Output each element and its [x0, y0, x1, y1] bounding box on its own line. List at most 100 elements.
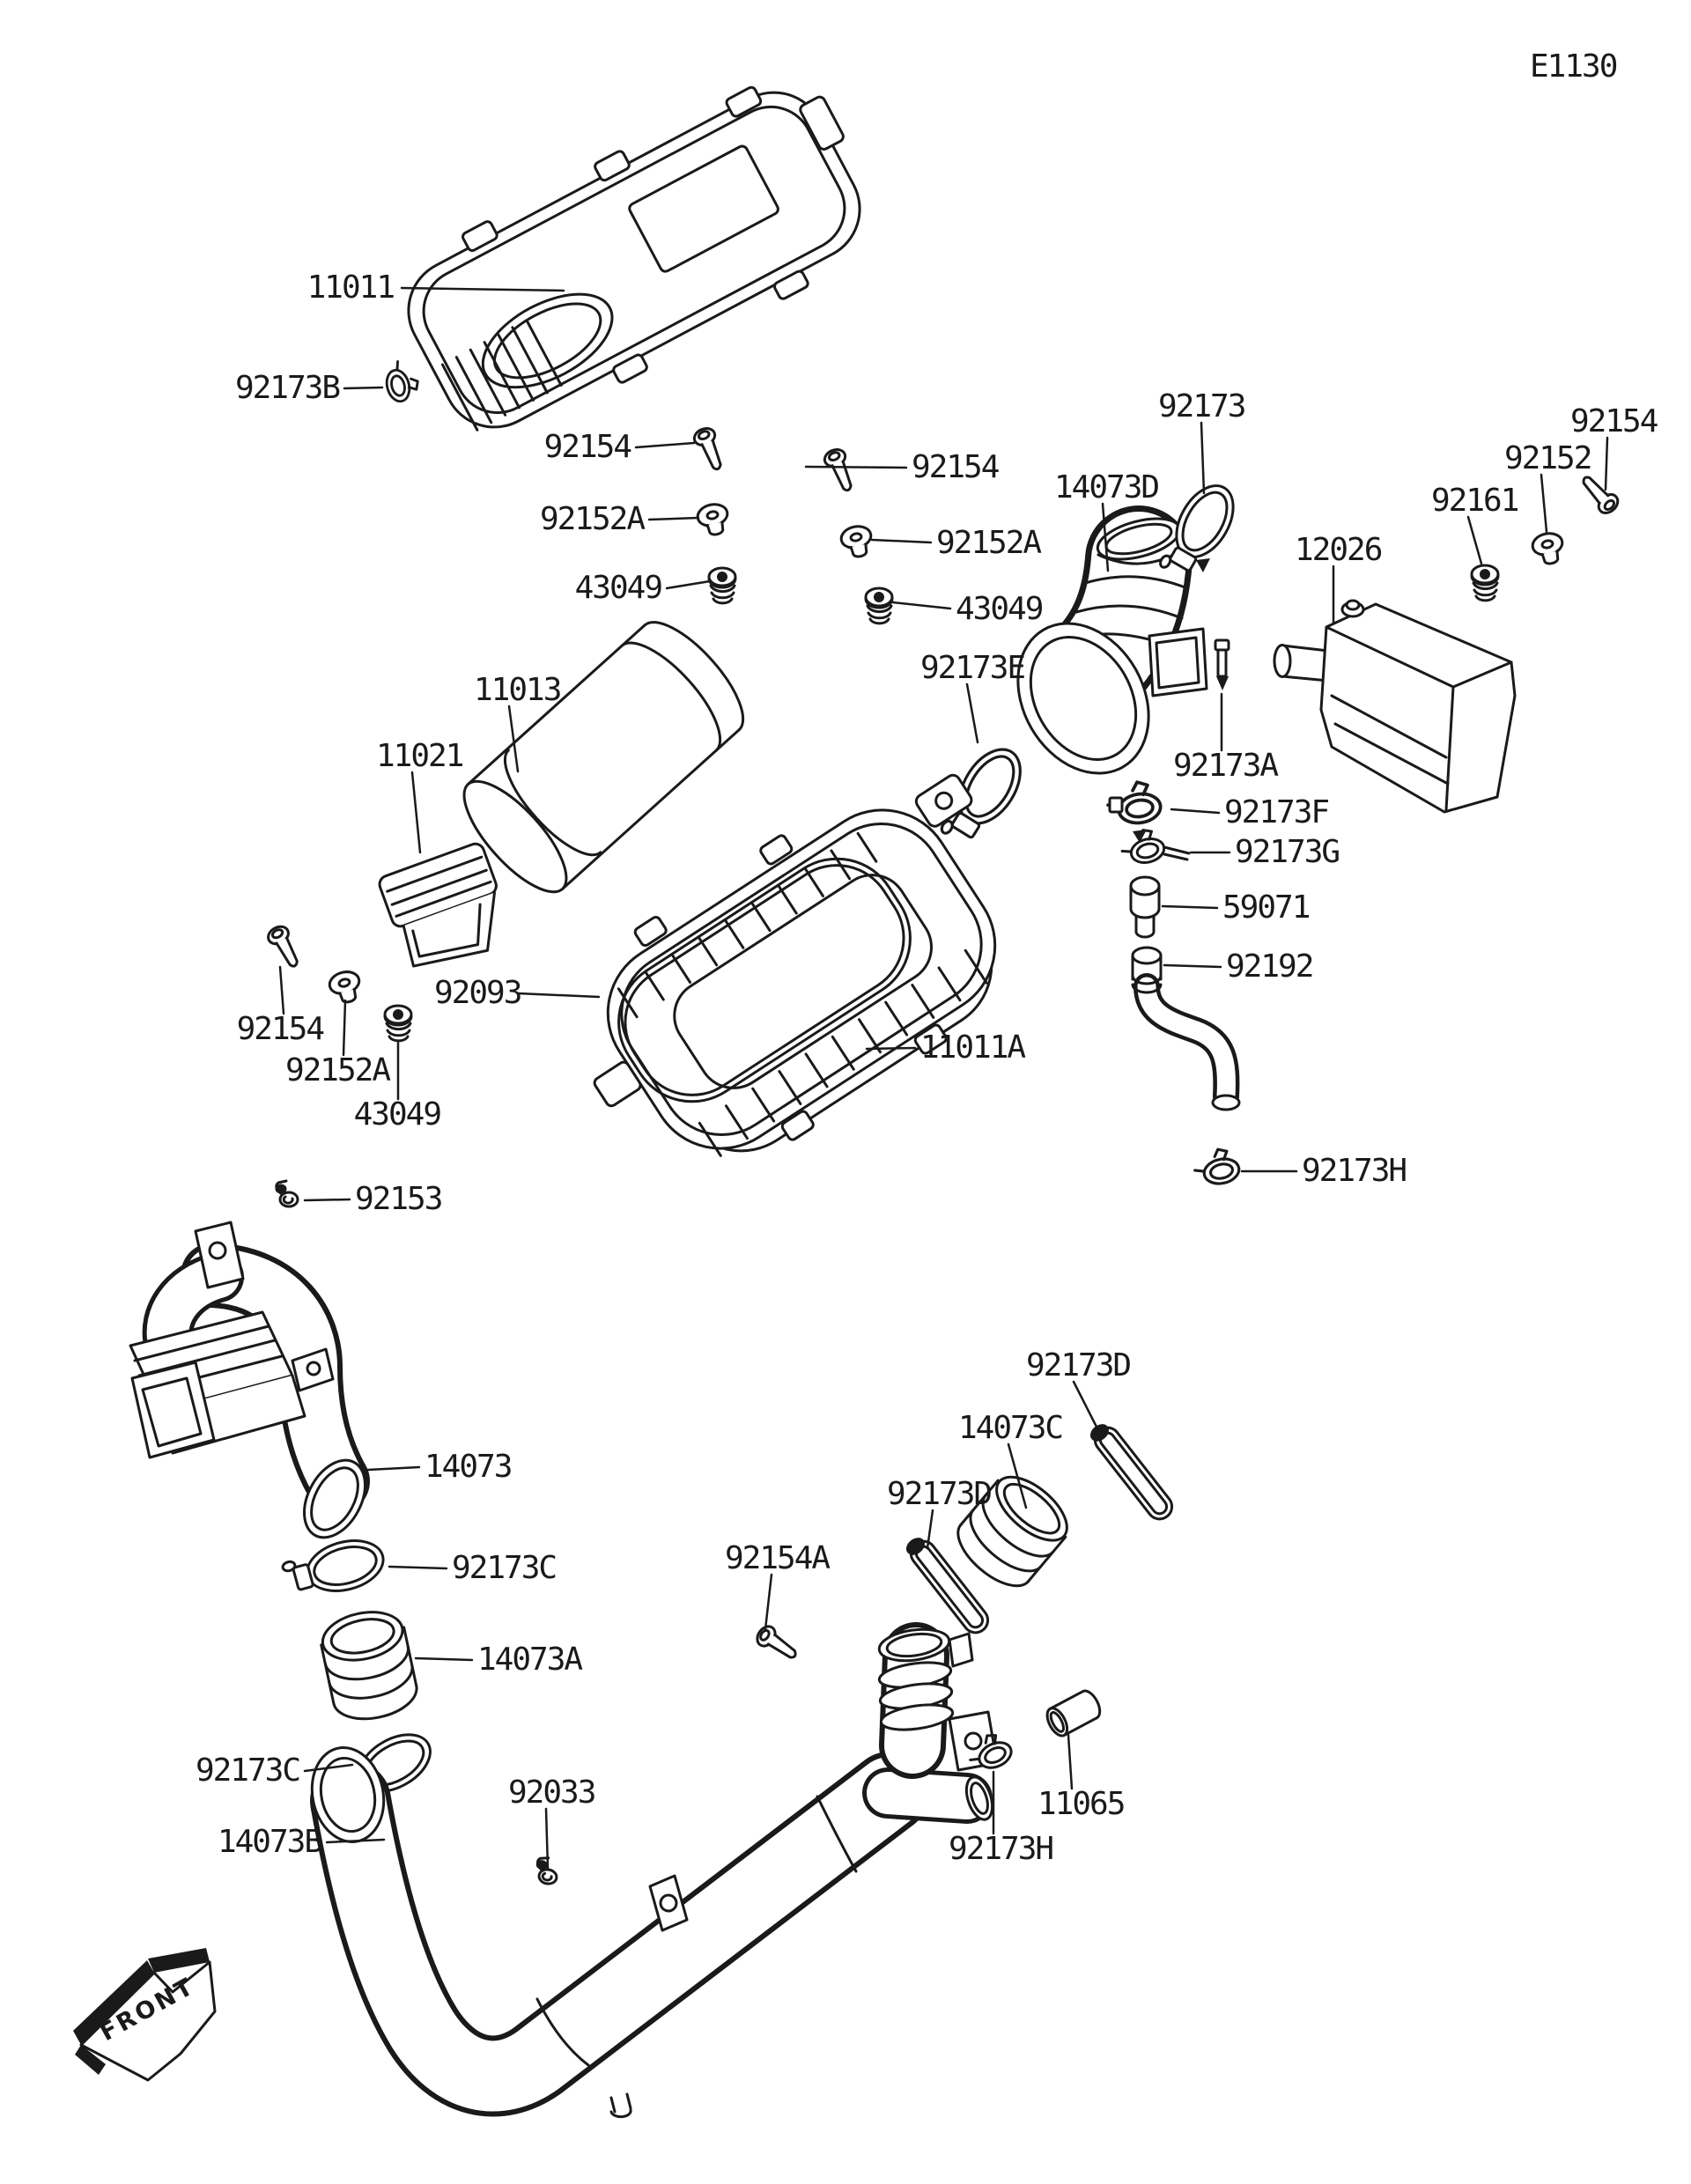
case-latch [759, 834, 794, 866]
part-label-92173A: 92173A [1173, 748, 1279, 784]
cover-latch [772, 269, 809, 300]
part-label-92173: 92173 [1158, 388, 1246, 424]
part-duct-14073 [129, 1221, 370, 1539]
part-air-cleaner-cover-11011 [407, 85, 861, 432]
resonator-inlet [1281, 644, 1330, 682]
part-label-92161: 92161 [1431, 483, 1519, 519]
part-label-92154: 92154 [1570, 403, 1658, 439]
boot-opening [321, 1611, 404, 1662]
part-label-92152A: 92152A [936, 525, 1042, 561]
leader-92033 [544, 1807, 550, 1870]
leader-92161 [1466, 515, 1483, 565]
duct-side-port [1148, 627, 1208, 697]
leader-92152 [1540, 473, 1548, 534]
part-label-92154A: 92154A [725, 1540, 831, 1576]
duct-tab [291, 1347, 335, 1392]
case-latch [780, 1110, 815, 1141]
part-label-92173D: 92173D [887, 1476, 993, 1512]
part-label-11011A: 11011A [920, 1029, 1026, 1066]
leader-92173D [1072, 1380, 1103, 1437]
part-label-92154: 92154 [912, 449, 1000, 485]
duct-bracket [194, 1221, 245, 1289]
bolt-92173a [1214, 638, 1230, 690]
part-label-14073: 14073 [425, 1449, 513, 1485]
case-latch [913, 1023, 948, 1055]
part-label-92152: 92152 [1504, 440, 1592, 476]
diagram-code: E1130 [1530, 48, 1618, 85]
part-label-11013: 11013 [474, 672, 562, 708]
leader-14073A [414, 1656, 474, 1662]
clamp-arrow [1196, 558, 1210, 572]
leader-92093 [516, 992, 601, 999]
leader-14073D [1101, 502, 1110, 572]
leader-11021 [410, 771, 422, 854]
leader-92154 [278, 965, 285, 1015]
leader-92173C [388, 1565, 448, 1570]
part-label-14073D: 14073D [1054, 469, 1160, 505]
leader-11011A [865, 1046, 917, 1051]
part-label-92173D: 92173D [1026, 1347, 1132, 1383]
part-label-92173C: 92173C [452, 1550, 558, 1586]
leader-lines [278, 286, 1609, 1870]
part-label-11011: 11011 [306, 269, 395, 306]
part-label-92152A: 92152A [284, 1052, 391, 1088]
leader-43049 [891, 601, 952, 610]
pipe-tab [948, 1632, 974, 1668]
part-resonator-12026 [1273, 599, 1517, 814]
pipe-drain-nub [609, 2092, 632, 2119]
part-label-11065: 11065 [1037, 1786, 1126, 1822]
cover-latch [725, 85, 763, 118]
leader-92152A [870, 538, 933, 544]
leader-92153 [303, 1198, 351, 1202]
leader-11011 [400, 286, 565, 292]
part-label-92093: 92093 [434, 975, 522, 1011]
leader-92152A [647, 516, 700, 521]
leader-92154 [804, 465, 908, 469]
part-cap-11065 [1045, 1689, 1102, 1738]
part-label-92173H: 92173H [949, 1831, 1054, 1867]
part-label-43049: 43049 [574, 570, 663, 606]
leader-11013 [507, 705, 520, 773]
part-label-43049: 43049 [956, 591, 1044, 627]
case-latch [633, 915, 668, 948]
leader-92173E [965, 682, 979, 744]
leader-14073C [1007, 1442, 1028, 1509]
part-label-92033: 92033 [508, 1774, 596, 1811]
cover-bracket [799, 95, 845, 151]
part-label-12026: 12026 [1295, 532, 1383, 568]
part-label-92152A: 92152A [539, 501, 646, 537]
leader-92173C [303, 1763, 354, 1773]
pipe-end-op [964, 1775, 994, 1821]
part-boot-14073c [956, 1475, 1068, 1588]
leader-92173B [343, 386, 384, 390]
element-end [462, 779, 568, 894]
front-arrow: FRONT [73, 1948, 217, 2082]
leader-59071 [1161, 904, 1219, 910]
cover-ribs [440, 320, 563, 432]
case-ribs-near [698, 948, 988, 1157]
leader-11065 [1067, 1733, 1074, 1790]
part-duct-14073d [1016, 505, 1208, 775]
part-holder-11021 [378, 842, 498, 968]
part-label-92173C: 92173C [195, 1752, 301, 1789]
leader-92154 [1604, 436, 1609, 491]
part-seal-92093 [617, 857, 912, 1103]
cover-latch [612, 353, 648, 384]
part-label-92173E: 92173E [920, 650, 1026, 686]
part-label-92154: 92154 [543, 429, 632, 465]
part-label-92153: 92153 [355, 1181, 443, 1217]
cover-latch [594, 150, 631, 182]
part-boot-14073a [320, 1611, 418, 1721]
case-ear [914, 773, 973, 828]
pipe-seams [535, 1795, 858, 2067]
case-ear [593, 1060, 642, 1108]
pipe-tab [648, 1874, 689, 1932]
duct-outlet [303, 1458, 366, 1539]
part-label-14073C: 14073C [958, 1410, 1064, 1446]
cover-latch [462, 220, 498, 252]
leader-43049 [665, 579, 712, 590]
part-label-14073B: 14073B [217, 1824, 323, 1860]
part-label-11021: 11021 [376, 738, 464, 774]
